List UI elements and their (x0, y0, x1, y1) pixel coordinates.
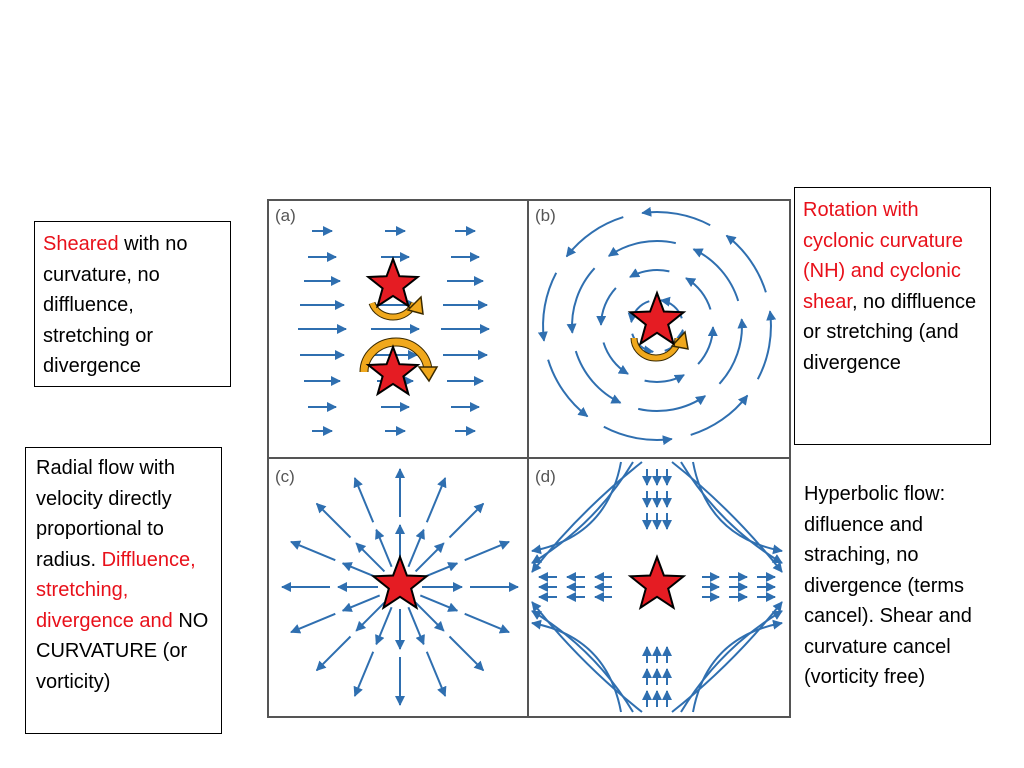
rotation-arrow (566, 267, 596, 334)
rotation-arrow (537, 272, 558, 342)
panel-a-curl-bottom-head (417, 366, 439, 383)
radial-arrow-inner (341, 594, 381, 612)
rotation-arrow (718, 318, 748, 385)
panel-a-shear: (a) (275, 206, 490, 436)
panel-d-star (627, 554, 687, 611)
radial-arrow-inner (414, 601, 445, 632)
sheared-highlight: Sheared (43, 233, 119, 255)
hyperbolic-streamline (671, 601, 783, 713)
annotation-radial: Radial flow with velocity directly propo… (25, 447, 222, 734)
rotation-highlight: Rotation with cyclonic curvature (NH) an… (803, 199, 964, 313)
rotation-arrow (607, 240, 677, 257)
radial-arrow-outer (290, 612, 336, 634)
radial-no-curvature: NO CURVATURE (or vorticity) (36, 609, 209, 693)
rotation-arrow (641, 206, 711, 227)
annotation-rotation: Rotation with cyclonic curvature (NH) an… (794, 187, 991, 445)
radial-arrow-outer (353, 651, 375, 697)
annotation-hyperbolic: Hyperbolic flow: difluence and straching… (804, 479, 994, 693)
panel-a-star-bottom (365, 344, 421, 397)
panel-b-arrows (537, 206, 777, 446)
rotation-arrow (547, 359, 589, 418)
annotation-sheared: Sheared with no curvature, no diffluence… (34, 221, 231, 387)
radial-arrow-inner (407, 528, 425, 568)
panel-a-label: (a) (275, 206, 296, 225)
panel-b-label: (b) (535, 206, 556, 225)
flow-diagram: (a) (b) (c) (d) (267, 199, 791, 718)
radial-arrow-outer (353, 477, 375, 523)
rotation-arrow (692, 248, 740, 302)
panel-d-arrows (531, 461, 783, 713)
radial-arrow-inner (419, 594, 459, 612)
rotation-arrow (637, 395, 707, 412)
panel-b-curl-head (670, 330, 689, 350)
panel-a-curl-top-head (406, 295, 424, 316)
radial-arrow-outer (448, 502, 485, 539)
radial-arrow-inner (375, 606, 393, 646)
rotation-arrow (685, 277, 712, 310)
radial-arrow-outer (464, 612, 510, 634)
radial-arrow-outer (425, 651, 447, 697)
hyperbolic-streamline (531, 619, 622, 713)
radial-arrow-inner (375, 528, 393, 568)
rotation-arrow (631, 333, 655, 356)
hyperbolic-streamline (531, 461, 643, 573)
rotation-arrow (565, 216, 624, 258)
hyperbolic-streamline (692, 619, 783, 713)
radial-arrow-outer (425, 477, 447, 523)
hyperbolic-streamline (531, 601, 643, 713)
radial-arrow-inner (355, 601, 386, 632)
panel-a-curl-bottom (360, 338, 432, 373)
rotation-arrow (725, 234, 767, 293)
rotation-arrow (697, 326, 718, 365)
rotation-arrow (690, 394, 749, 436)
hyperbolic-streamline (692, 461, 783, 555)
rotation-description: , no diffluence or stretching (and diver… (803, 290, 977, 374)
radial-arrow-outer (315, 635, 352, 672)
rotation-arrow (629, 268, 670, 278)
sheared-description: with no curvature, no diffluence, stretc… (43, 233, 188, 377)
radial-highlight: Diffluence, stretching, divergence and (36, 548, 196, 632)
rotation-arrow (602, 342, 629, 375)
rotation-arrow (644, 374, 685, 384)
rotation-arrow (603, 425, 673, 446)
radial-description: Radial flow with velocity directly propo… (36, 457, 175, 571)
radial-arrow-outer (315, 502, 352, 539)
radial-arrow-outer (448, 635, 485, 672)
hyperbolic-streamline (531, 461, 622, 555)
radial-arrow-inner (407, 606, 425, 646)
radial-arrow-inner (355, 542, 386, 573)
rotation-arrow (659, 296, 683, 319)
radial-arrow-outer (464, 540, 510, 562)
panel-c-radial: (c) (275, 467, 519, 706)
panel-b-star (627, 290, 687, 347)
rotation-arrow (596, 287, 617, 326)
rotation-arrow (756, 310, 777, 380)
panel-a-star-top (365, 256, 421, 309)
rotation-arrow (574, 350, 622, 404)
rotation-arrow (627, 300, 650, 324)
radial-arrow-inner (414, 542, 445, 573)
hyperbolic-streamline (671, 461, 783, 573)
panel-b-rotation: (b) (535, 206, 777, 446)
panel-a-arrows (298, 226, 490, 436)
panel-d-hyperbolic: (d) (531, 461, 783, 713)
panel-c-label: (c) (275, 467, 295, 486)
radial-arrow-outer (290, 540, 336, 562)
hyperbolic-description: Hyperbolic flow: difluence and straching… (804, 483, 972, 688)
panel-c-star (370, 554, 430, 611)
panel-c-arrows (281, 468, 519, 706)
panel-d-label: (d) (535, 467, 556, 486)
